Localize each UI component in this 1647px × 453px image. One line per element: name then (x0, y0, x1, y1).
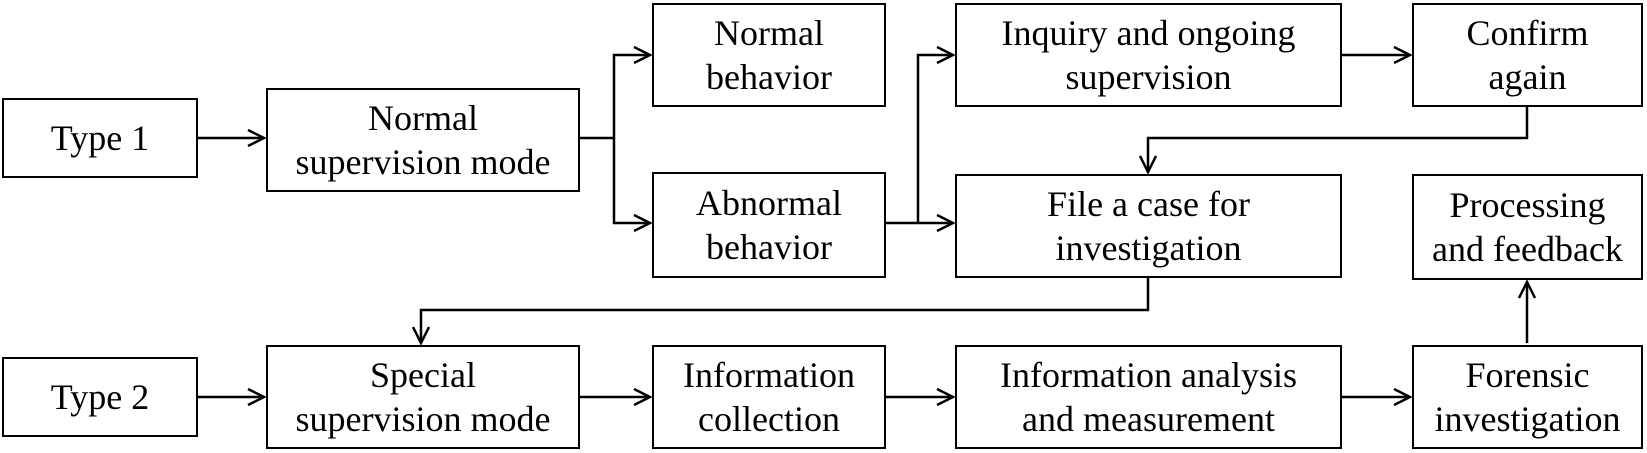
node-type1-line-1: Type 1 (50, 118, 150, 158)
node-forensic-investigation: Forensic investigation (1412, 345, 1643, 449)
node-processing-feedback-label: Processing and feedback (1432, 183, 1623, 271)
node-information-collection: Information collection (652, 345, 886, 449)
node-abnormal-behavior-line-1: Abnormal (696, 183, 842, 223)
node-processing-feedback: Processing and feedback (1412, 174, 1643, 280)
node-type2-line-1: Type 2 (50, 377, 150, 417)
node-processing-feedback-line-1: Processing (1449, 185, 1606, 225)
node-normal-supervision-mode: Normal supervision mode (266, 88, 580, 192)
node-information-analysis-label: Information analysis and measurement (1000, 353, 1297, 441)
node-forensic-investigation-line-1: Forensic (1465, 355, 1590, 395)
node-normal-behavior: Normal behavior (652, 3, 886, 107)
node-forensic-investigation-line-2: investigation (1434, 399, 1621, 439)
node-confirm-again-line-2: again (1488, 57, 1567, 97)
node-confirm-again-label: Confirm again (1467, 11, 1589, 99)
node-information-analysis-line-1: Information analysis (1000, 355, 1297, 395)
node-normal-behavior-line-1: Normal (714, 13, 824, 53)
node-file-case-line-1: File a case for (1047, 184, 1250, 224)
arrow-abnormal-to-inquiry (916, 55, 953, 223)
node-type1: Type 1 (2, 98, 198, 178)
node-normal-behavior-label: Normal behavior (706, 11, 832, 99)
node-type2-label: Type 2 (51, 375, 149, 419)
node-forensic-investigation-label: Forensic investigation (1435, 353, 1621, 441)
node-special-supervision-mode-line-2: supervision mode (295, 399, 551, 439)
node-confirm-again-line-1: Confirm (1466, 13, 1589, 53)
node-abnormal-behavior: Abnormal behavior (652, 172, 886, 278)
node-type2: Type 2 (2, 357, 198, 437)
node-processing-feedback-line-2: and feedback (1432, 229, 1623, 269)
node-special-supervision-mode-label: Special supervision mode (296, 353, 551, 441)
node-normal-supervision-mode-line-2: supervision mode (295, 142, 551, 182)
node-information-collection-line-1: Information (683, 355, 855, 395)
node-special-supervision-mode: Special supervision mode (266, 345, 580, 449)
arrow-file-case-to-special-mode (421, 278, 1150, 343)
node-information-analysis-line-2: and measurement (1022, 399, 1275, 439)
node-inquiry-label: Inquiry and ongoing supervision (1002, 11, 1296, 99)
node-normal-supervision-mode-line-1: Normal (368, 98, 478, 138)
node-information-collection-label: Information collection (683, 353, 855, 441)
arrow-normal-mode-to-normal-behavior (580, 55, 650, 140)
node-inquiry-line-1: Inquiry and ongoing (1001, 13, 1296, 53)
node-information-analysis: Information analysis and measurement (955, 345, 1342, 449)
node-abnormal-behavior-line-2: behavior (706, 227, 832, 267)
node-abnormal-behavior-label: Abnormal behavior (696, 181, 842, 269)
node-file-case-label: File a case for investigation (1047, 182, 1250, 270)
node-file-case: File a case for investigation (955, 174, 1342, 278)
arrow-confirm-to-file-case (1148, 107, 1529, 172)
node-inquiry-line-2: supervision (1065, 57, 1232, 97)
node-special-supervision-mode-line-1: Special (370, 355, 476, 395)
node-file-case-line-2: investigation (1055, 228, 1242, 268)
arrow-normal-mode-to-abnormal-behavior (612, 138, 650, 223)
node-type1-label: Type 1 (51, 116, 149, 160)
node-confirm-again: Confirm again (1412, 3, 1643, 107)
node-inquiry-ongoing-supervision: Inquiry and ongoing supervision (955, 3, 1342, 107)
node-normal-behavior-line-2: behavior (706, 57, 832, 97)
node-normal-supervision-mode-label: Normal supervision mode (296, 96, 551, 184)
node-information-collection-line-2: collection (698, 399, 840, 439)
